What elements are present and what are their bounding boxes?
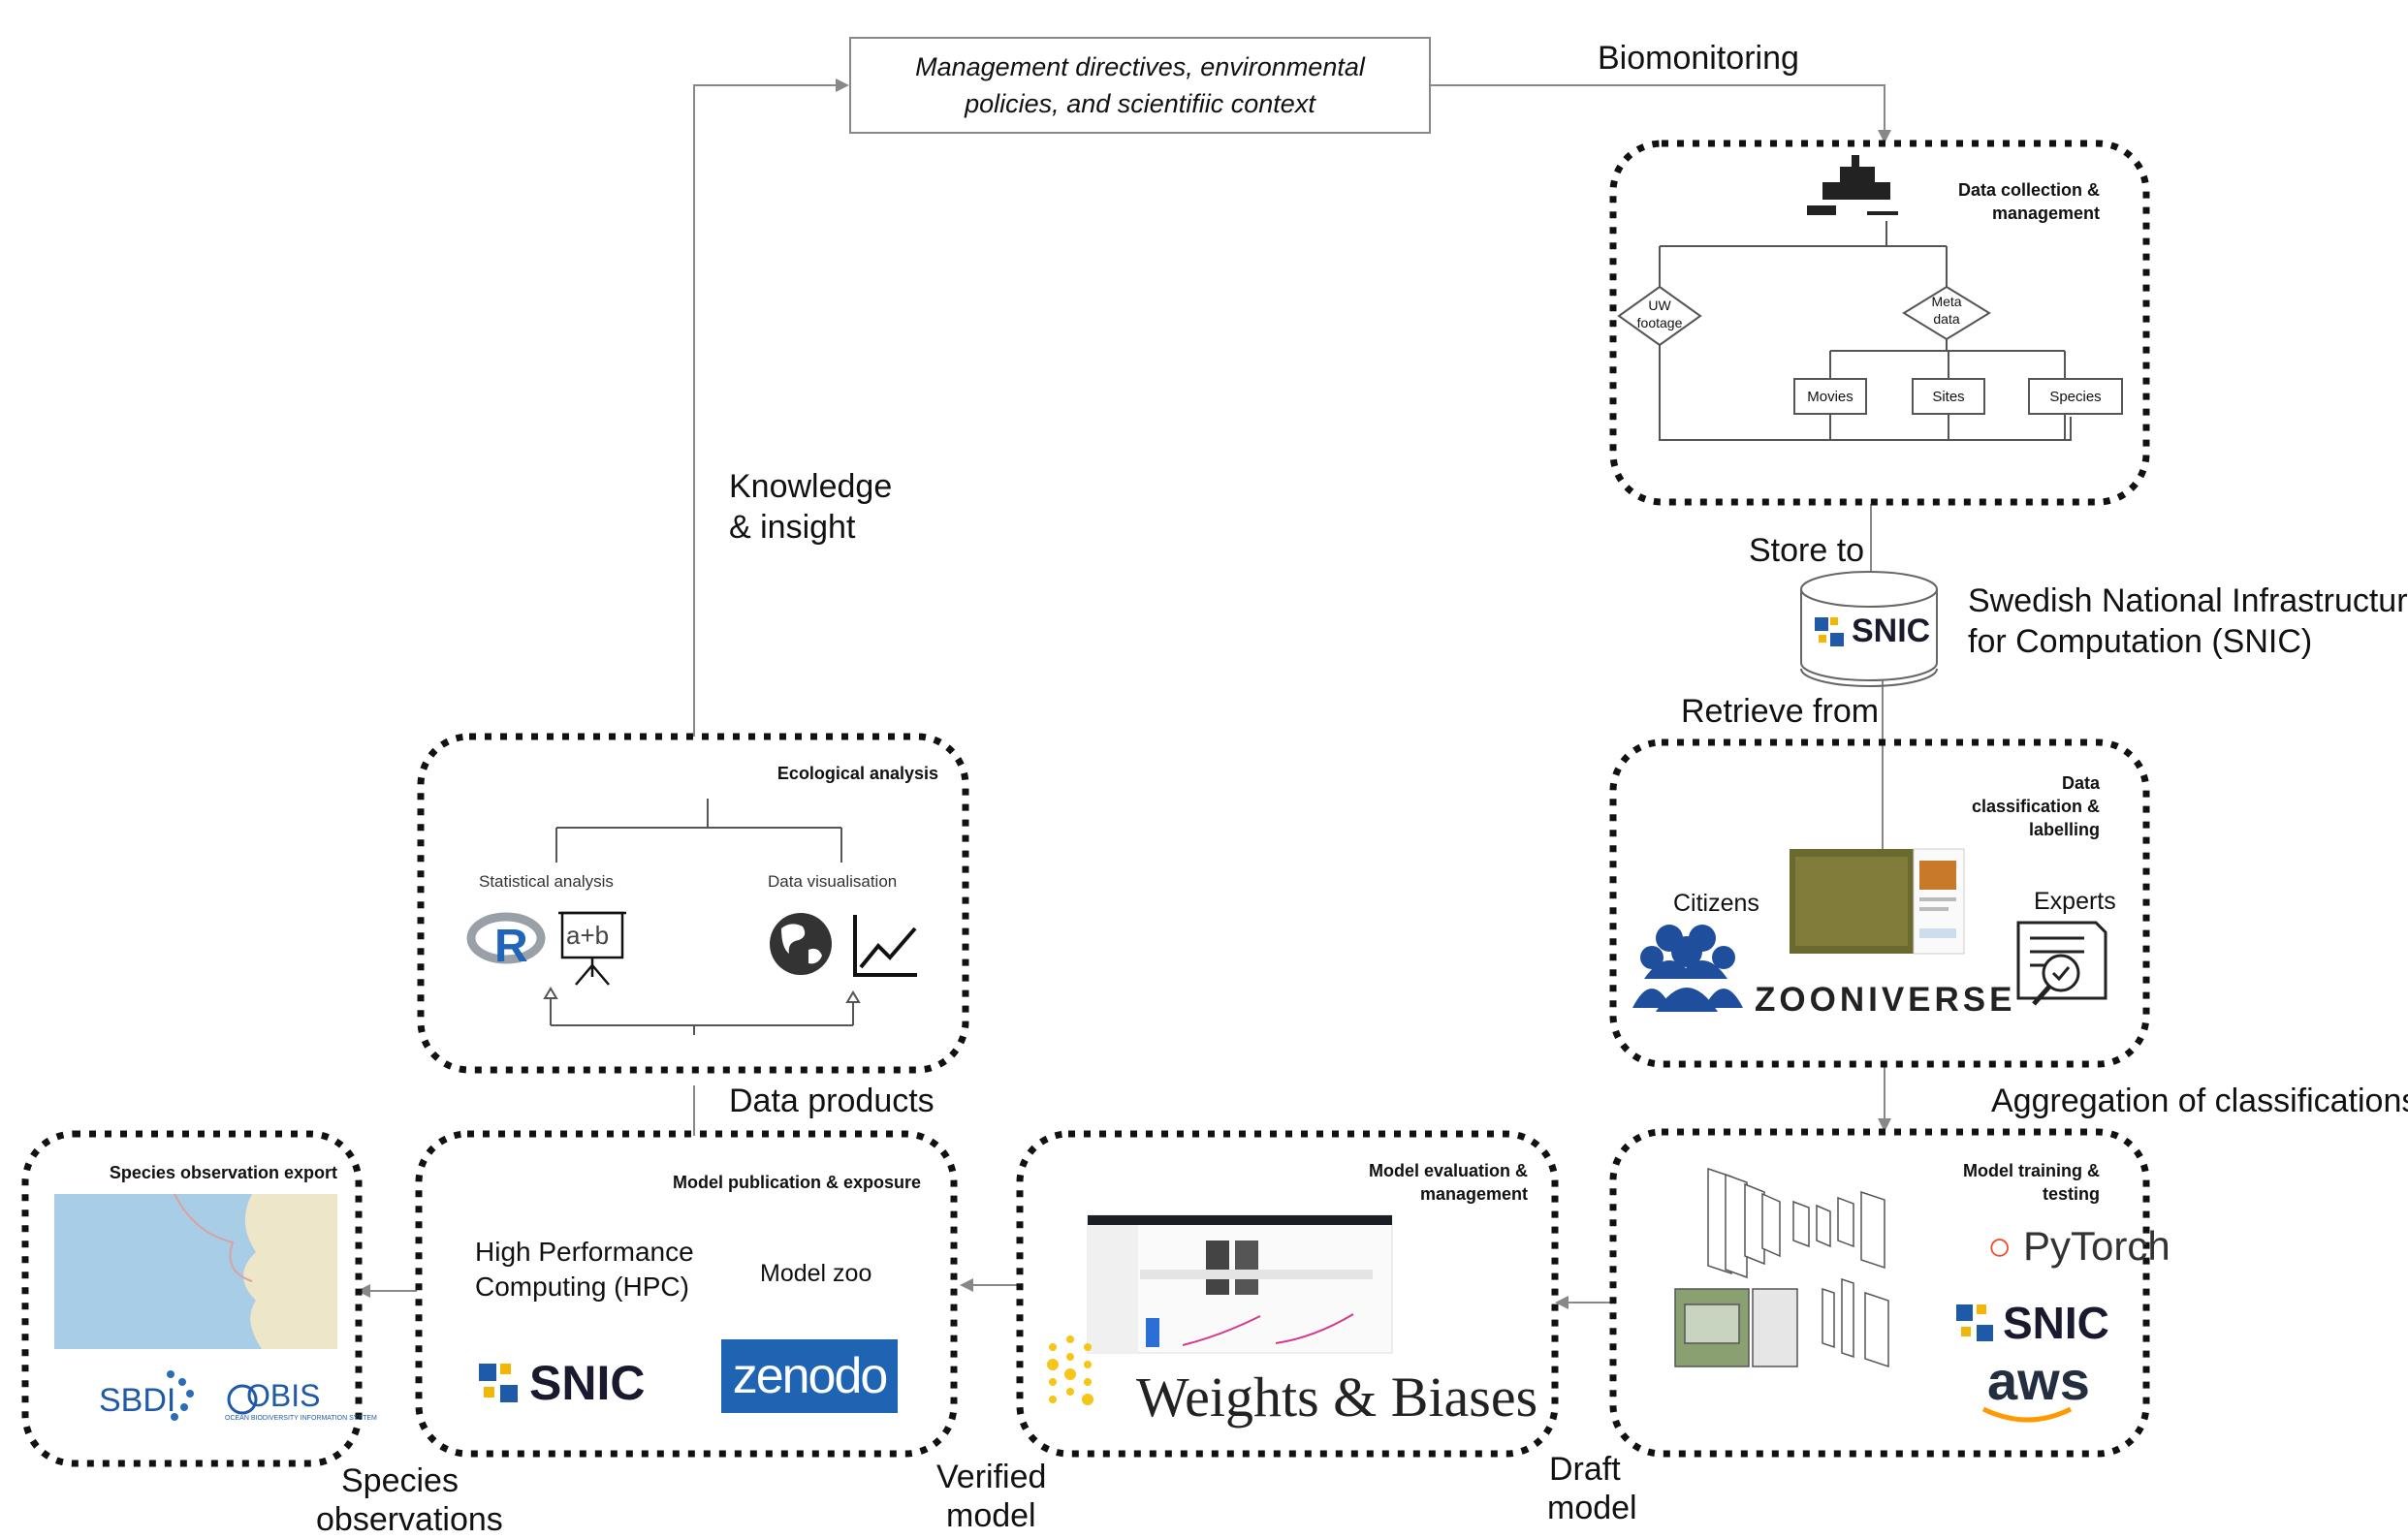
neural-network-diagram <box>1674 1167 1889 1368</box>
dotted-boxes <box>21 140 2150 1467</box>
meta-data-diamond <box>1902 285 1991 341</box>
label-data-products: Data products <box>729 1083 935 1119</box>
boat-icon <box>1807 155 1898 215</box>
pytorch-logo: ○ PyTorch <box>1987 1223 2170 1269</box>
node-species: Species <box>2028 378 2123 415</box>
zooniverse-screenshot <box>1790 848 1965 955</box>
zenodo-logo: zenodo <box>721 1339 898 1413</box>
label-snic-full-1: Swedish National Infrastructure <box>1968 582 2408 619</box>
model-zoo-label: Model zoo <box>760 1260 872 1287</box>
label-biomonitoring: Biomonitoring <box>1598 40 1799 77</box>
line-chart-icon <box>853 915 917 977</box>
species-map-image <box>54 1193 337 1349</box>
top-box-line2: policies, and scientifiic context <box>965 89 1315 118</box>
snic-squares-icon <box>1956 1304 1993 1341</box>
evaluation-title: Model evaluation &management <box>1368 1161 1528 1204</box>
citizens-icon <box>1632 925 1743 1012</box>
box-model-evaluation <box>1016 1130 1559 1458</box>
snic-logo-publication: SNIC <box>479 1355 645 1411</box>
pytorch-flame-icon: ○ <box>1987 1223 2012 1269</box>
connector-lines <box>357 79 1891 1309</box>
box-data-collection <box>1609 140 2150 506</box>
export-title: Species observation export <box>109 1163 337 1182</box>
snic-logo-database: SNIC <box>1815 612 1930 650</box>
svg-text:R: R <box>494 921 528 972</box>
aws-logo: aws <box>1981 1349 2090 1423</box>
whiteboard-text: a+b <box>566 921 610 950</box>
ecological-tree <box>543 799 861 1035</box>
sbdi-logo-icon <box>167 1370 194 1421</box>
ecological-title: Ecological analysis <box>776 764 938 783</box>
label-knowledge: Knowledge <box>729 468 893 505</box>
training-title: Model training &testing <box>1963 1161 2100 1204</box>
node-movies: Movies <box>1793 378 1867 415</box>
collection-title: Data collection &management <box>1957 180 2100 223</box>
label-species: Species <box>341 1462 459 1499</box>
whiteboard-icon <box>558 911 626 986</box>
r-logo-icon: R <box>466 912 546 972</box>
snic-squares-icon <box>479 1364 518 1402</box>
obis-logo-text: OBIS <box>246 1378 321 1413</box>
zooniverse-logo: ZOONIVERSE <box>1755 981 2016 1019</box>
box-model-training <box>1609 1128 2150 1458</box>
box-data-classification <box>1609 738 2150 1068</box>
wandb-screenshot <box>1087 1214 1393 1354</box>
label-experts: Experts <box>2034 888 2116 915</box>
label-verified: Verified <box>936 1459 1047 1495</box>
arrow-to-top-box <box>693 79 849 737</box>
obis-subtitle: OCEAN BIODIVERSITY INFORMATION SYSTEM <box>225 1415 377 1422</box>
top-box-line1: Management directives, environmental <box>915 52 1365 81</box>
globe-icon <box>770 913 832 975</box>
obis-logo-icon <box>227 1384 258 1415</box>
label-citizens: Citizens <box>1673 890 1759 917</box>
box-model-publication <box>415 1130 958 1458</box>
label-snic-full-2: for Computation (SNIC) <box>1968 623 2313 660</box>
aws-smile-icon <box>1981 1406 2073 1423</box>
collection-tree <box>1617 221 2072 441</box>
snic-database-icon <box>1800 571 1938 687</box>
label-verified-model: model <box>946 1497 1036 1534</box>
publication-title: Model publication & exposure <box>672 1173 921 1192</box>
wandb-logo-icon <box>1047 1335 1093 1405</box>
node-sites: Sites <box>1912 378 1985 415</box>
label-observations: observations <box>316 1501 503 1538</box>
wandb-logo-text: Weights & Biases <box>1136 1366 1538 1429</box>
label-draft: Draft <box>1549 1451 1621 1488</box>
label-draft-model: model <box>1547 1490 1637 1526</box>
management-directives-box: Management directives, environmental pol… <box>849 37 1431 134</box>
box-ecological-analysis <box>417 733 969 1074</box>
snic-logo-training: SNIC <box>1956 1297 2109 1349</box>
snic-squares-icon <box>1815 616 1844 646</box>
label-store-to: Store to <box>1749 532 1865 569</box>
label-insight: & insight <box>729 509 856 546</box>
uw-footage-diamond <box>1617 285 1702 347</box>
statistical-analysis-label: Statistical analysis <box>479 872 614 891</box>
arrow-biomonitoring <box>1431 84 1891 143</box>
label-aggregation: Aggregation of classifications <box>1991 1083 2408 1119</box>
experts-icon <box>2016 921 2107 1006</box>
label-retrieve-from: Retrieve from <box>1681 693 1880 730</box>
data-visualisation-label: Data visualisation <box>768 872 898 891</box>
sbdi-logo-text: SBDI <box>99 1382 176 1419</box>
